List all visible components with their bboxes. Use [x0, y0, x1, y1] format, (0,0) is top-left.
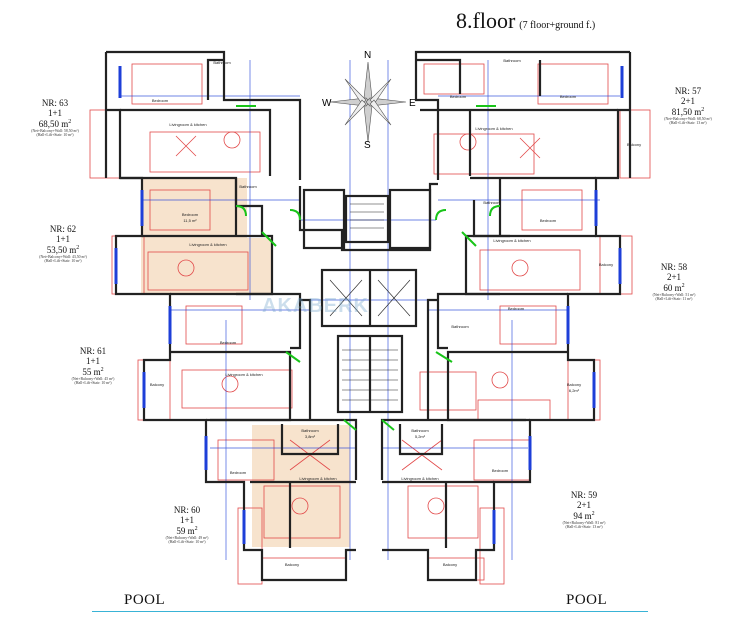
unit-area: 60 m2: [663, 282, 685, 293]
room-label: Bedroom: [220, 340, 237, 345]
unit-detail: (Net+Balcony+Wall: 81 m²): [562, 521, 606, 526]
room-label: Balcony: [150, 382, 164, 387]
unit-type: 1+1: [85, 356, 101, 367]
room-label: Bedroom: [450, 94, 467, 99]
unit-detail: (Hall+Lift+Stair: 10 m²): [74, 381, 112, 386]
room-label: Balcony: [285, 562, 299, 567]
unit-type: 1+1: [179, 515, 195, 526]
unit-detail: (Net+Balcony+Wall: 43,50 m²): [39, 255, 87, 260]
pool-label-right: POOL: [566, 592, 608, 608]
watermark: AKABERK: [262, 295, 369, 317]
unit-label-61: NR: 61 1+1 55 m2 (Net+Balcony+Wall: 45 m…: [58, 346, 128, 386]
room-label: Balcony: [567, 382, 581, 387]
unit-type: 1+1: [55, 234, 71, 245]
unit-area: 59 m2: [176, 525, 198, 536]
doors: [235, 105, 501, 431]
grid-layer: [120, 60, 620, 560]
room-label: Livingroom & kitchen: [189, 242, 226, 247]
unit-label-57: NR: 57 2+1 81,50 m2 (Net+Balcony+Wall: 6…: [650, 86, 726, 126]
unit-nr: NR: 62: [49, 224, 77, 234]
unit-type: 2+1: [680, 96, 696, 107]
room-label: Bathroom: [213, 60, 231, 65]
compass-e: E: [409, 98, 416, 109]
unit-nr: NR: 58: [660, 262, 688, 272]
unit-area: 55 m2: [82, 366, 104, 377]
room-label: 11,5 m²: [183, 218, 197, 223]
compass-w: W: [322, 98, 332, 109]
unit-label-60: NR: 60 1+1 59 m2 (Net+Balcony+Wall: 49 m…: [152, 505, 222, 545]
unit-detail: (Hall+Lift+Stair: 10 m²): [36, 133, 74, 138]
unit-nr: NR: 61: [79, 346, 107, 356]
stairs: [329, 203, 411, 401]
room-labels: Bedroom Bathroom Livingroom & kitchen Be…: [150, 58, 641, 567]
unit-area: 94 m2: [573, 510, 595, 521]
room-label: 6,2m²: [569, 388, 580, 393]
room-label: Livingroom & kitchen: [401, 476, 438, 481]
unit-area: 53,50 m2: [46, 244, 80, 255]
unit-detail: (Net+Balcony+Wall: 51 m²): [652, 293, 696, 298]
room-label: Bathroom: [239, 184, 257, 189]
windows: [114, 66, 624, 544]
unit-detail: (Hall+Lift+Stair: 10 m²): [44, 259, 82, 264]
pool-label-left: POOL: [124, 592, 166, 608]
unit-label-59: NR: 59 2+1 94 m2 (Net+Balcony+Wall: 81 m…: [546, 490, 622, 530]
room-label: Bathroom: [503, 58, 521, 63]
walls-layer: [104, 50, 632, 582]
unit-label-58: NR: 58 2+1 60 m2 (Net+Balcony+Wall: 51 m…: [636, 262, 712, 302]
pool-edge-line: [92, 611, 648, 612]
compass-n: N: [364, 50, 371, 61]
room-label: Livingroom & kitchen: [475, 126, 512, 131]
room-label: Balcony: [599, 262, 613, 267]
unit-detail: (Hall+Lift+Stair: 13 m²): [565, 525, 603, 530]
room-label: Livingroom & kitchen: [493, 238, 530, 243]
room-label: 3,8m²: [305, 434, 316, 439]
room-label: 5,2m²: [415, 434, 426, 439]
unit-type: 2+1: [666, 272, 682, 283]
unit-type: 2+1: [576, 500, 592, 511]
highlighted-unit-62: [141, 178, 271, 294]
room-label: Bedroom: [540, 218, 557, 223]
unit-detail: (Net+Balcony+Wall: 45 m²): [71, 377, 115, 382]
room-label: Bathroom: [411, 428, 429, 433]
unit-nr: NR: 59: [570, 490, 598, 500]
room-label: Bathroom: [451, 324, 469, 329]
room-label: Bedroom: [182, 212, 199, 217]
unit-detail: (Net+Balcony+Wall: 68,50 m²): [664, 117, 712, 122]
room-label: Bedroom: [152, 98, 169, 103]
room-label: Bedroom: [230, 470, 247, 475]
unit-label-62: NR: 62 1+1 53,50 m2 (Net+Balcony+Wall: 4…: [28, 224, 98, 264]
unit-detail: (Hall+Lift+Stair: 10 m²): [168, 540, 206, 545]
room-label: Bathroom: [301, 428, 319, 433]
compass-s: S: [364, 140, 371, 151]
room-label: Balcony: [627, 142, 641, 147]
unit-type: 1+1: [47, 108, 63, 119]
room-label: Livingroom & kitchen: [169, 122, 206, 127]
floor-title-main: 8.floor: [456, 8, 516, 33]
room-label: Livingroom & kitchen: [299, 476, 336, 481]
unit-label-63: NR: 63 1+1 68,50 m2 (Net+Balcony+Wall: 5…: [20, 98, 90, 138]
compass-rose: [329, 61, 407, 143]
unit-detail: (Hall+Lift+Stair: 11 m²): [655, 297, 693, 302]
unit-area: 68,50 m2: [38, 118, 72, 129]
unit-area: 81,50 m2: [671, 106, 705, 117]
unit-detail: (Net+Balcony+Wall: 49 m²): [165, 536, 209, 541]
room-label: Bathroom: [483, 200, 501, 205]
room-label: Bedroom: [508, 306, 525, 311]
unit-detail: (Net+Balcony+Wall: 58,50 m²): [31, 129, 79, 134]
room-label: Bedroom: [492, 468, 509, 473]
floor-title-sub: (7 floor+ground f.): [519, 20, 596, 31]
unit-nr: NR: 63: [41, 98, 69, 108]
room-label: Bedroom: [560, 94, 577, 99]
unit-nr: NR: 57: [674, 86, 702, 96]
unit-nr: NR: 60: [173, 505, 201, 515]
floor-title: 8.floor(7 floor+ground f.): [456, 8, 595, 34]
room-label: Livingroom & kitchen: [225, 372, 262, 377]
room-label: Balcony: [443, 562, 457, 567]
unit-detail: (Hall+Lift+Stair: 13 m²): [669, 121, 707, 126]
